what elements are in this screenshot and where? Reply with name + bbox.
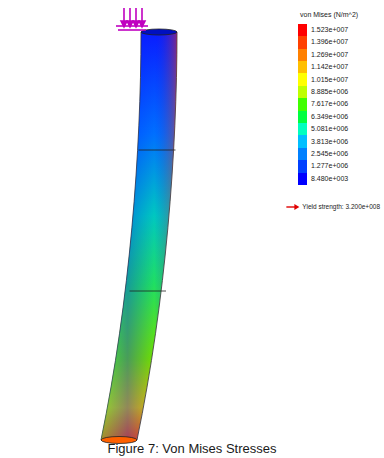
colorbar-value: 1.015e+007 — [311, 75, 348, 85]
colorbar-swatch — [298, 49, 307, 62]
colorbar-value: 2.545e+006 — [311, 149, 348, 159]
colorbar-value: 7.617e+006 — [311, 99, 348, 109]
colorbar-swatch — [298, 61, 307, 74]
colorbar-swatch — [298, 160, 307, 173]
fixture-symbol — [116, 8, 148, 30]
colorbar-value: 1.142e+007 — [311, 62, 348, 72]
colorbar-value: 1.523e+007 — [311, 25, 348, 35]
colorbar-swatch — [298, 135, 307, 148]
colorbar-swatch — [298, 111, 307, 124]
colorbar-swatch — [298, 173, 307, 186]
colorbar-swatch — [298, 86, 307, 99]
column-body — [101, 29, 177, 444]
colorbar-value: 8.885e+006 — [311, 87, 348, 97]
colorbar-value: 5.081e+006 — [311, 124, 348, 134]
figure-caption: Figure 7: Von Mises Stresses — [0, 441, 384, 456]
yield-arrow — [286, 204, 299, 210]
colorbar-value: 1.277e+006 — [311, 161, 348, 171]
colorbar-value: 6.349e+006 — [311, 112, 348, 122]
colorbar-value: 1.396e+007 — [311, 37, 348, 47]
colorbar-swatch — [298, 123, 307, 136]
colorbar-swatch — [298, 98, 307, 111]
colorbar-swatch — [298, 73, 307, 86]
colorbar-value: 8.480e+003 — [311, 174, 348, 184]
colorbar-swatch — [298, 24, 307, 37]
colorbar-swatch — [298, 148, 307, 161]
legend-title: von Mises (N/m^2) — [300, 10, 358, 20]
yield-strength-note: Yield strength: 3.200e+008 — [302, 202, 380, 212]
colorbar-value: 1.269e+007 — [311, 50, 348, 60]
colorbar-swatch — [298, 36, 307, 49]
colorbar-value: 3.813e+006 — [311, 137, 348, 147]
